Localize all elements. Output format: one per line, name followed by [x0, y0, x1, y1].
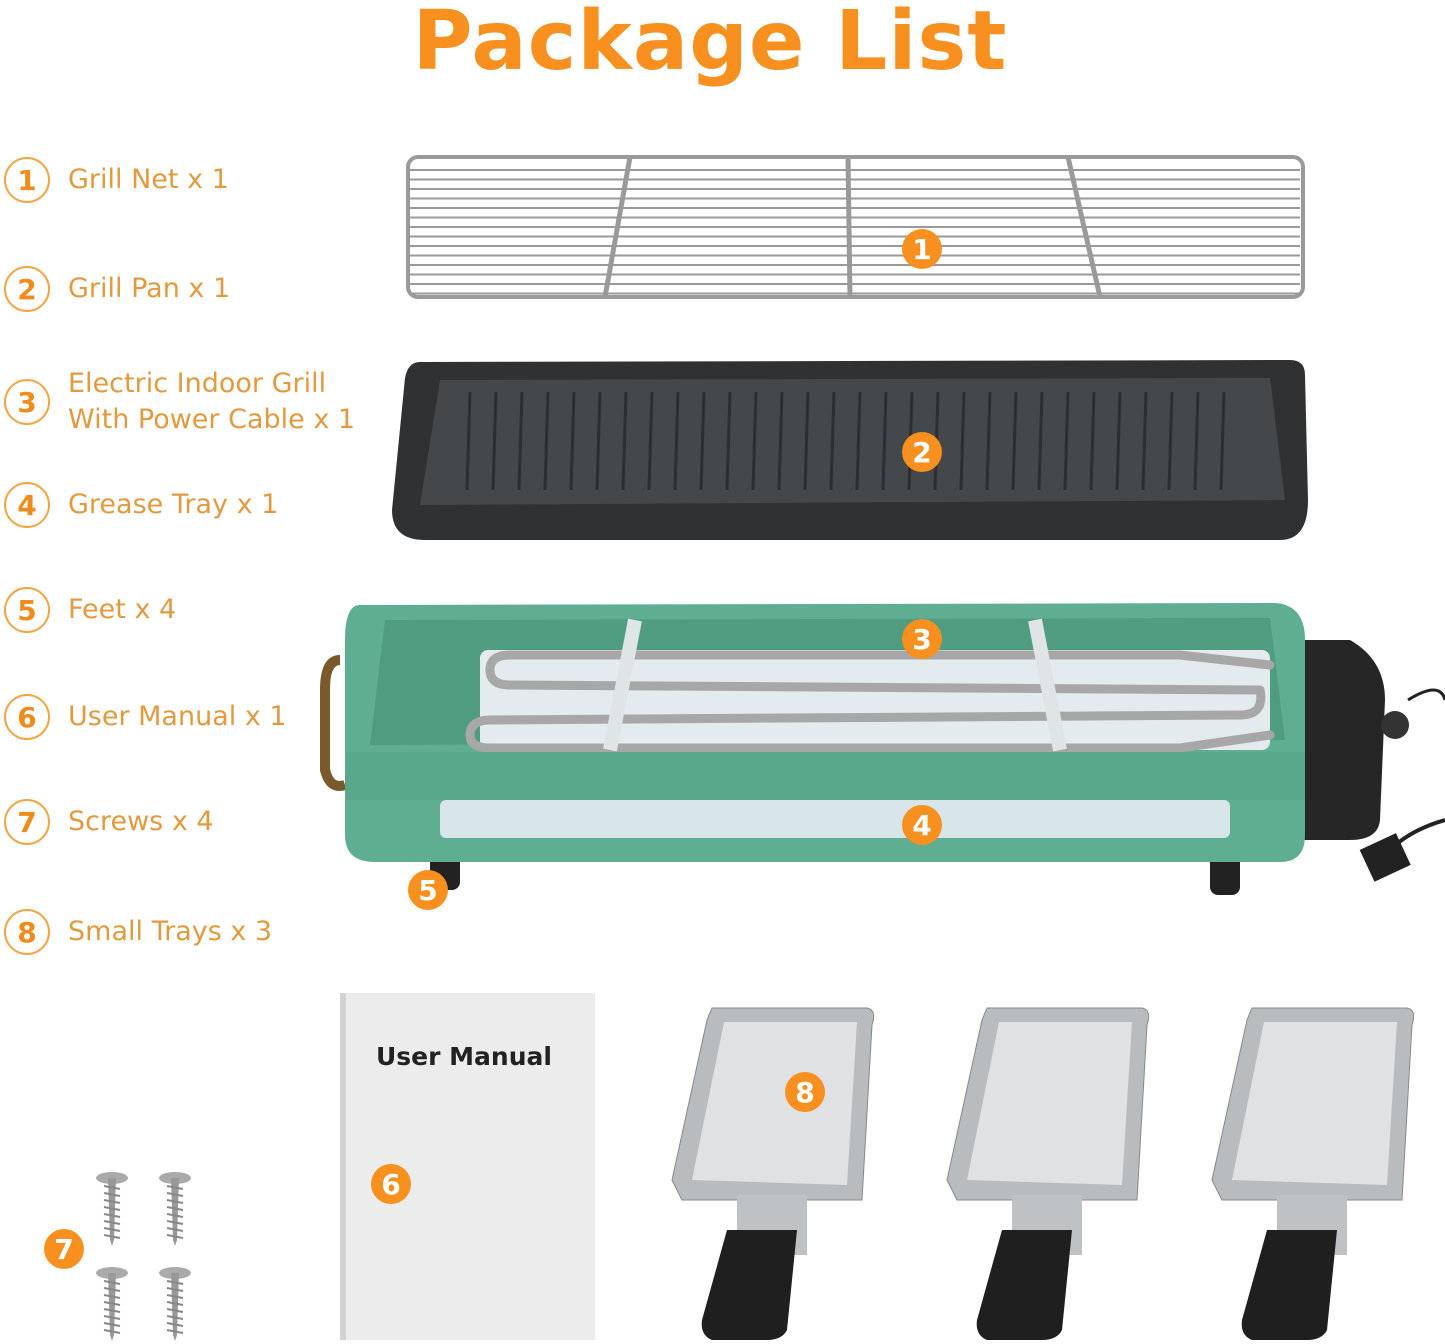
page-title: Package List [412, 0, 1008, 89]
callout-badge-2: 2 [902, 432, 942, 472]
item-number-badge: 6 [4, 694, 50, 740]
callout-badge-8: 8 [785, 1072, 825, 1112]
grill-pan-image [392, 360, 1308, 540]
item-number-badge: 5 [4, 587, 50, 633]
grill-net-image [406, 155, 1305, 299]
item-number-badge: 4 [4, 482, 50, 528]
callout-badge-5: 5 [408, 870, 448, 910]
list-item: 7 Screws x 4 [4, 799, 214, 845]
item-label: Screws x 4 [68, 806, 214, 837]
item-number-badge: 1 [4, 157, 50, 203]
list-item: 5 Feet x 4 [4, 587, 176, 633]
electric-grill-image [320, 603, 1445, 895]
item-label: Small Trays x 3 [68, 916, 273, 947]
item-label: Grill Net x 1 [68, 164, 229, 195]
item-number-badge: 3 [4, 379, 50, 425]
item-label: User Manual x 1 [68, 701, 287, 732]
small-trays-image [671, 1007, 1415, 1340]
list-item: 4 Grease Tray x 1 [4, 482, 278, 528]
callout-badge-6: 6 [371, 1164, 411, 1204]
list-item: 2 Grill Pan x 1 [4, 266, 230, 312]
list-item: 3 Electric Indoor Grill With Power Cable … [4, 366, 355, 438]
callout-badge-3: 3 [902, 619, 942, 659]
item-label: Grease Tray x 1 [68, 489, 279, 520]
item-label: Feet x 4 [68, 594, 177, 625]
callout-badge-4: 4 [902, 805, 942, 845]
list-item: 6 User Manual x 1 [4, 694, 287, 740]
callout-badge-1: 1 [902, 229, 942, 269]
list-item: 1 Grill Net x 1 [4, 157, 229, 203]
item-number-badge: 8 [4, 909, 50, 955]
item-label: Grill Pan x 1 [68, 273, 231, 304]
item-number-badge: 7 [4, 799, 50, 845]
item-number-badge: 2 [4, 266, 50, 312]
callout-badge-7: 7 [44, 1229, 84, 1269]
list-item: 8 Small Trays x 3 [4, 909, 272, 955]
screws-image [96, 1172, 191, 1341]
item-label: Electric Indoor Grill With Power Cable x… [68, 368, 356, 435]
manual-cover-title: User Manual [376, 1042, 552, 1071]
